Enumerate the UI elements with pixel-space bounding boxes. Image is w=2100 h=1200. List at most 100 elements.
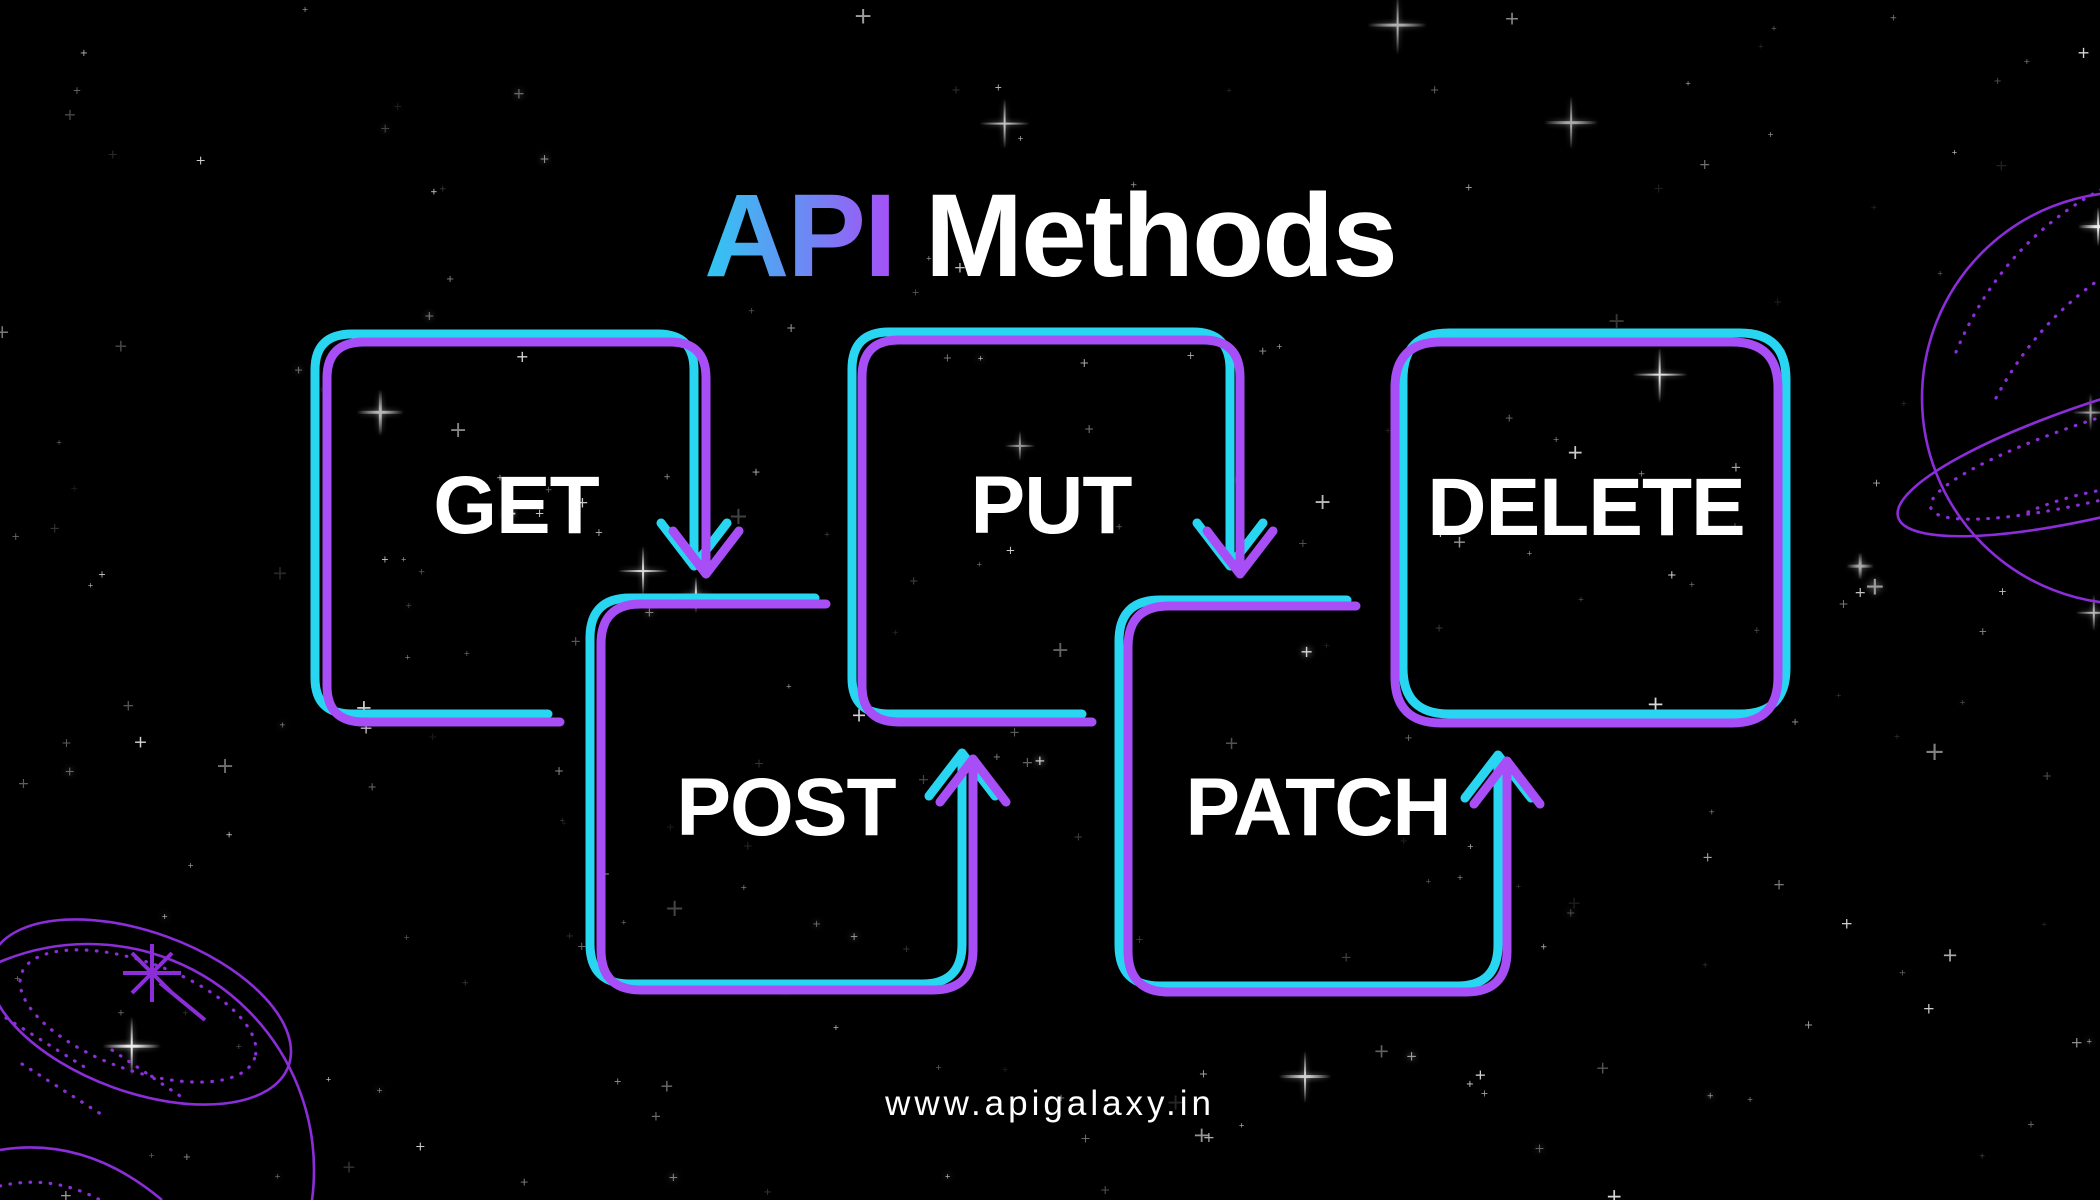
- star: +: [1728, 519, 1742, 537]
- star: +: [1685, 79, 1692, 88]
- star: +: [1959, 697, 1966, 707]
- node-put-box-and-arrow-to-patch: [847, 327, 1278, 727]
- star: +: [561, 817, 568, 827]
- star: +: [1073, 830, 1084, 844]
- planet-decoration-bottom-left: [0, 918, 316, 1200]
- star: +: [70, 483, 79, 495]
- planet-shading: [4, 1016, 88, 1070]
- star: +: [438, 184, 447, 195]
- star: +: [59, 1186, 73, 1200]
- star: +: [785, 681, 792, 691]
- star: +: [1202, 1129, 1215, 1146]
- planet-shading: [2026, 488, 2100, 514]
- star: +: [1051, 636, 1070, 663]
- node-post-box-and-arrow-to-put: [585, 593, 1011, 995]
- star: +: [56, 438, 62, 447]
- star: +: [1552, 435, 1560, 445]
- star: +: [500, 500, 518, 525]
- star: +: [559, 815, 566, 825]
- star: +: [148, 1150, 155, 1160]
- star: +: [1835, 690, 1842, 700]
- star: +: [976, 559, 983, 569]
- star: +: [63, 105, 77, 125]
- star: +: [1698, 156, 1711, 173]
- star: +: [763, 1186, 772, 1198]
- star: +: [977, 353, 984, 363]
- star: +: [1005, 542, 1016, 557]
- star: +: [2086, 1037, 2093, 1046]
- star: +: [461, 978, 469, 989]
- star: +: [195, 152, 206, 168]
- star: +: [133, 732, 148, 753]
- post-outline-purple: [596, 599, 1011, 995]
- star: +: [1653, 180, 1664, 196]
- sparkle-star: [357, 389, 404, 437]
- post-outline-cyan: [585, 593, 1000, 989]
- star: +: [753, 756, 765, 772]
- star: +: [1854, 584, 1867, 601]
- star: +: [272, 561, 288, 585]
- sparkle-star: [618, 546, 668, 597]
- star: +: [79, 48, 88, 60]
- star: +: [1384, 425, 1392, 435]
- star: +: [117, 1008, 125, 1019]
- star: +: [1001, 1064, 1009, 1074]
- star: +: [405, 601, 413, 611]
- star: +: [1595, 1057, 1610, 1078]
- star: +: [1224, 734, 1240, 755]
- star: +: [519, 1175, 529, 1189]
- star: +: [1872, 476, 1882, 490]
- star: +: [64, 763, 76, 779]
- node-label-get: GET: [433, 460, 600, 551]
- star: +: [1979, 1151, 1986, 1161]
- star: +: [925, 253, 932, 263]
- star: +: [1730, 460, 1742, 476]
- star: +: [274, 1171, 281, 1181]
- sparkle-star: [1279, 1050, 1332, 1103]
- star: +: [951, 83, 961, 97]
- star: +: [1923, 737, 1946, 768]
- star: +: [1275, 342, 1283, 352]
- star: +: [1207, 266, 1214, 276]
- title-rest-methods: Methods: [924, 170, 1398, 303]
- star: +: [1708, 807, 1715, 817]
- star: +: [902, 944, 911, 956]
- put-outline-purple: [857, 335, 1278, 727]
- star: +: [61, 734, 72, 750]
- star: +: [1666, 567, 1677, 582]
- star: +: [1994, 155, 2008, 174]
- star: +: [1504, 7, 1521, 30]
- sparkle-star: [1632, 347, 1688, 403]
- star: +: [1021, 755, 1034, 772]
- star: +: [325, 1074, 332, 1084]
- star: +: [182, 1151, 191, 1163]
- star: +: [1226, 86, 1232, 95]
- star: +: [2027, 1119, 2035, 1131]
- star: +: [1135, 934, 1144, 946]
- planet-arc-dotted: [0, 1180, 102, 1200]
- star: +: [463, 648, 471, 658]
- star: +: [1566, 893, 1582, 914]
- star: +: [594, 526, 604, 539]
- star: +: [1480, 1087, 1489, 1099]
- star: +: [576, 493, 589, 512]
- star: +: [1840, 914, 1854, 933]
- star: +: [17, 775, 30, 792]
- star: +: [301, 5, 309, 15]
- star: +: [1056, 1093, 1066, 1105]
- planet-ring-inner: [1928, 369, 2100, 521]
- star: +: [751, 465, 761, 479]
- star: +: [620, 918, 627, 926]
- star: +: [1746, 1095, 1754, 1105]
- star: +: [1198, 1067, 1209, 1081]
- star: +: [1434, 621, 1444, 635]
- sparkle-star: [2075, 594, 2100, 632]
- star: +: [553, 764, 565, 779]
- star: +: [215, 752, 235, 779]
- star: +: [0, 322, 11, 344]
- star: +: [367, 780, 377, 794]
- star: +: [1770, 23, 1777, 33]
